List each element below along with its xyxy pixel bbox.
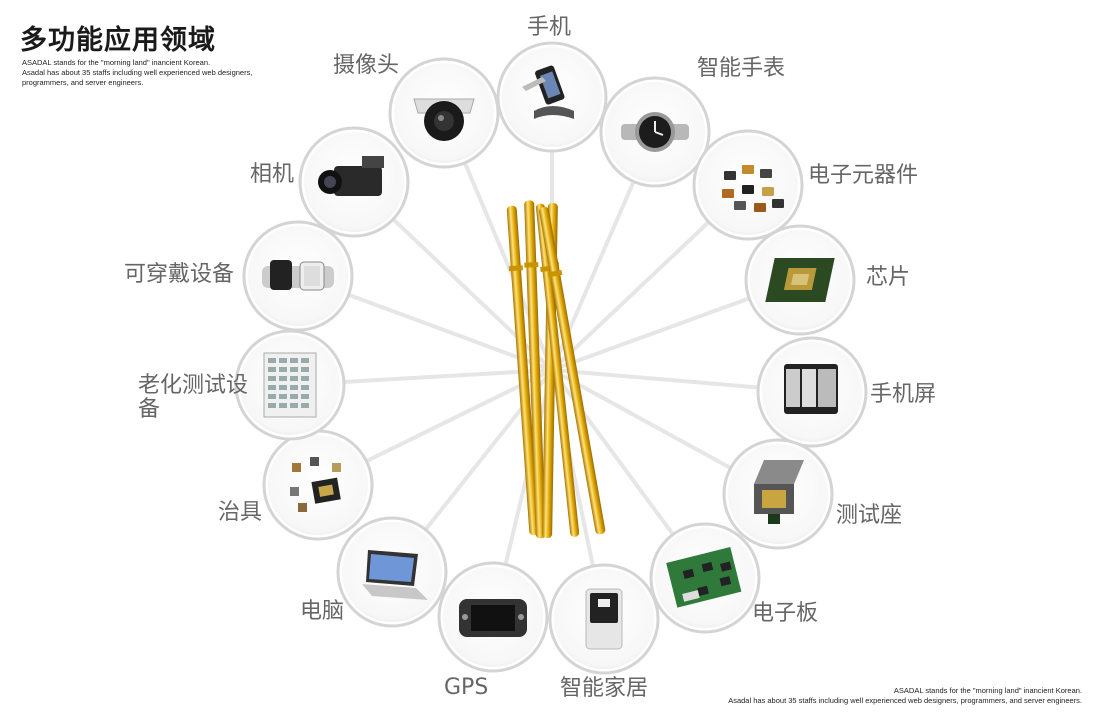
cctv-icon bbox=[413, 98, 475, 141]
label-board: 电子板 bbox=[752, 601, 819, 626]
description-line: ASADAL stands for the "morning land" ina… bbox=[22, 58, 211, 67]
label-aging: 老化测试设备 bbox=[138, 373, 249, 422]
laptop-circle bbox=[336, 516, 448, 628]
circuit-board-icon bbox=[666, 546, 742, 608]
smart-home-icon bbox=[585, 588, 623, 650]
laptop-icon bbox=[362, 550, 428, 600]
smartwatch-icon bbox=[621, 112, 689, 152]
smartwatch-circle bbox=[599, 76, 711, 188]
phone-circle bbox=[496, 41, 608, 153]
aging-circle bbox=[234, 329, 346, 441]
chip-circle bbox=[744, 224, 856, 336]
label-cctv: 摄像头 bbox=[333, 53, 400, 78]
board-circle bbox=[649, 522, 761, 634]
label-phone: 手机 bbox=[527, 15, 572, 40]
camera-circle bbox=[298, 126, 410, 238]
label-socket: 测试座 bbox=[836, 503, 903, 528]
screen-circle bbox=[756, 336, 868, 448]
camcorder-icon bbox=[318, 156, 384, 196]
cctv-circle bbox=[388, 57, 500, 169]
socket-circle bbox=[722, 438, 834, 550]
gps-icon bbox=[459, 599, 527, 637]
aging-equipment-icon bbox=[263, 352, 317, 418]
fixture-circle bbox=[262, 429, 374, 541]
test-socket-icon bbox=[754, 460, 804, 524]
footer-note: ASADAL stands for the "morning land" ina… bbox=[722, 686, 1082, 706]
label-laptop: 电脑 bbox=[300, 599, 345, 624]
label-camera: 相机 bbox=[250, 162, 295, 187]
label-smartwatch: 智能手表 bbox=[697, 56, 786, 81]
description-line: programmers, and server engineers. bbox=[22, 78, 144, 87]
wearable-circle bbox=[242, 220, 354, 332]
page-title: 多功能应用领域 bbox=[20, 25, 216, 56]
label-components: 电子元器件 bbox=[808, 163, 919, 188]
smarthome-circle bbox=[548, 563, 660, 675]
label-fixture: 治具 bbox=[218, 500, 263, 525]
label-smarthome: 智能家居 bbox=[560, 676, 649, 701]
phone-icon bbox=[522, 65, 574, 119]
label-gps: GPS bbox=[444, 675, 489, 700]
page-description: ASADAL stands for the "morning land" ina… bbox=[22, 58, 282, 88]
wearable-icon bbox=[262, 260, 334, 291]
label-wearable: 可穿戴设备 bbox=[124, 262, 235, 287]
gps-circle bbox=[437, 561, 549, 673]
components-icon bbox=[722, 165, 784, 212]
footer-line: Asadal has about 35 staffs including wel… bbox=[728, 696, 1082, 705]
chip-icon bbox=[765, 258, 835, 302]
components-circle bbox=[692, 129, 804, 241]
phone-screen-icon bbox=[784, 364, 838, 414]
description-line: Asadal has about 35 staffs including wel… bbox=[22, 68, 253, 77]
fixture-icon bbox=[290, 457, 341, 512]
label-chip: 芯片 bbox=[866, 265, 911, 290]
pogo-pins-image bbox=[506, 200, 606, 539]
label-screen: 手机屏 bbox=[870, 382, 937, 407]
footer-line: ASADAL stands for the "morning land" ina… bbox=[893, 686, 1082, 695]
